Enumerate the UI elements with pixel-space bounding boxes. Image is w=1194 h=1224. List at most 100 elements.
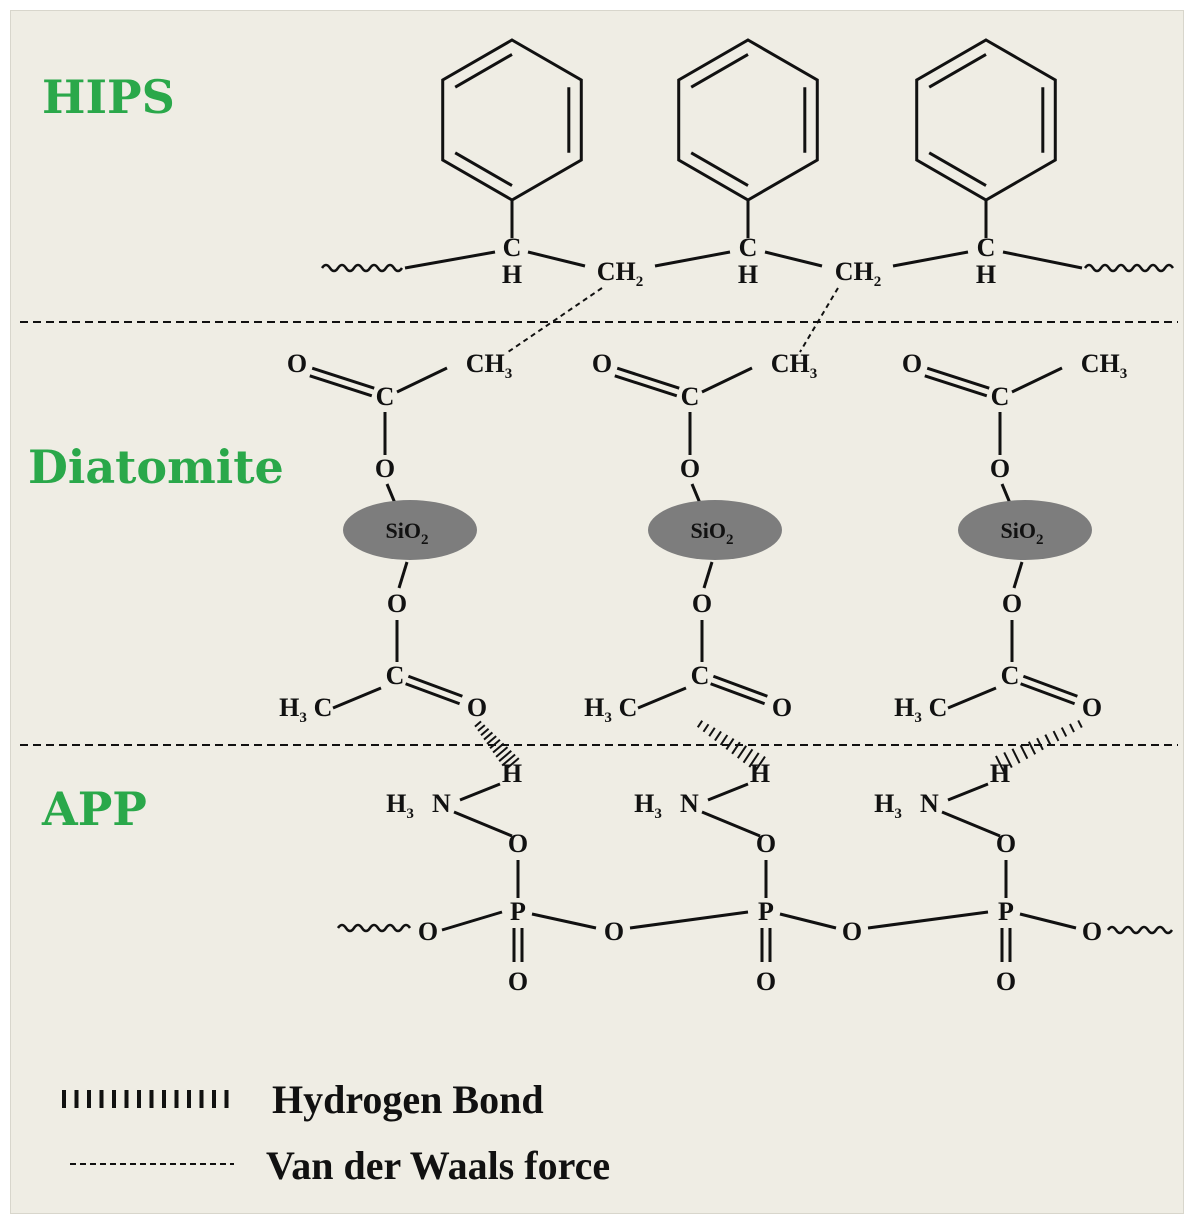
figure-panel — [10, 10, 1184, 1214]
atom-o: O — [756, 967, 776, 996]
atom-h: H — [502, 759, 522, 788]
backbone-bond — [654, 250, 731, 268]
atom-o: O — [418, 917, 438, 946]
atom-o: O — [842, 917, 862, 946]
benzene-ring — [441, 38, 583, 202]
atom-c: C — [376, 382, 395, 411]
atom-o: O — [692, 589, 712, 618]
atom-o: O — [902, 349, 922, 378]
benzene-inner-double-bond — [928, 151, 987, 187]
atom-c: C — [977, 233, 996, 262]
atom-h: H — [990, 759, 1010, 788]
benzene-inner-double-bond — [454, 151, 513, 187]
bond — [867, 910, 989, 930]
polymer-chain-end-wavy — [320, 263, 404, 273]
atom-c: C — [1001, 661, 1020, 690]
bond — [779, 912, 837, 930]
atom-h3n: H3 — [874, 789, 902, 822]
bond — [701, 810, 761, 838]
benzene-inner-double-bond — [690, 53, 749, 89]
atom-o: O — [1002, 589, 1022, 618]
bond — [397, 561, 409, 589]
atom-o: O — [990, 454, 1010, 483]
carbonyl-double-bond — [712, 674, 768, 698]
atom-h3c: C — [929, 693, 948, 722]
atom-o: O — [772, 693, 792, 722]
bond — [1019, 912, 1077, 930]
benzene-inner-double-bond — [454, 53, 513, 89]
atom-h3n: H3 — [634, 789, 662, 822]
carbonyl-double-bond — [926, 366, 990, 390]
bond — [396, 366, 448, 394]
polymer-chain-end-wavy — [336, 923, 412, 933]
atom-c: C — [739, 233, 758, 262]
hydrogen-bond — [995, 719, 1083, 773]
bond — [629, 910, 749, 930]
hydrogen-bond — [696, 720, 766, 773]
atom-p: P — [998, 897, 1014, 926]
atom-sio2: SiO2 — [386, 518, 429, 548]
sio2-particle — [648, 500, 782, 560]
bond — [531, 912, 597, 930]
atom-sio2: SiO2 — [1001, 518, 1044, 548]
backbone-bond — [764, 250, 823, 268]
benzene-ring — [915, 38, 1057, 202]
bond — [947, 686, 997, 710]
van-der-waals-interaction — [507, 287, 603, 353]
atom-h3n: N — [432, 789, 451, 818]
atom-o: O — [604, 917, 624, 946]
atom-h: H — [502, 260, 522, 289]
van-der-waals-interaction — [799, 287, 839, 353]
atom-ch3: CH3 — [1081, 349, 1128, 382]
benzene-ring — [677, 38, 819, 202]
bond — [701, 366, 753, 394]
bond — [332, 686, 382, 710]
bond — [707, 782, 749, 802]
atom-p: P — [758, 897, 774, 926]
atom-c: C — [386, 661, 405, 690]
carbonyl-double-bond — [309, 374, 373, 398]
atom-o: O — [592, 349, 612, 378]
atom-o: O — [287, 349, 307, 378]
legend-hydrogen-bond-label: Hydrogen Bond — [272, 1077, 544, 1122]
atom-p: P — [510, 897, 526, 926]
carbonyl-double-bond — [710, 682, 766, 706]
carbonyl-double-bond — [616, 366, 680, 390]
atom-o: O — [996, 829, 1016, 858]
backbone-bond — [1002, 250, 1083, 270]
bond — [947, 782, 989, 802]
carbonyl-double-bond — [924, 374, 988, 398]
atom-o: O — [756, 829, 776, 858]
atom-o: O — [1082, 693, 1102, 722]
layer-label-diatomite: Diatomite — [28, 440, 284, 494]
atom-o: O — [508, 829, 528, 858]
atom-c: C — [681, 382, 700, 411]
atom-o: O — [1082, 917, 1102, 946]
atom-ch3: CH3 — [771, 349, 818, 382]
atom-o: O — [387, 589, 407, 618]
atom-h: H — [976, 260, 996, 289]
atom-h: H — [738, 260, 758, 289]
atom-o: O — [467, 693, 487, 722]
atom-h3c: H3 — [279, 693, 307, 726]
atom-o: O — [996, 967, 1016, 996]
bond — [441, 910, 503, 932]
atom-h3n: N — [920, 789, 939, 818]
bond — [453, 810, 513, 838]
layer-label-app: APP — [42, 782, 147, 836]
atom-h: H — [750, 759, 770, 788]
polymer-chain-end-wavy — [1083, 263, 1175, 273]
atom-h3c: H3 — [894, 693, 922, 726]
carbonyl-double-bond — [311, 366, 375, 390]
legend-van-der-waals-label: Van der Waals force — [266, 1143, 611, 1188]
bond — [941, 810, 1001, 838]
sio2-particle — [343, 500, 477, 560]
atom-o: O — [375, 454, 395, 483]
carbonyl-double-bond — [1020, 682, 1076, 706]
benzene-inner-double-bond — [928, 53, 987, 89]
bond — [459, 782, 501, 802]
atom-h3c: H3 — [584, 693, 612, 726]
backbone-bond — [404, 250, 496, 270]
carbonyl-double-bond — [405, 682, 461, 706]
